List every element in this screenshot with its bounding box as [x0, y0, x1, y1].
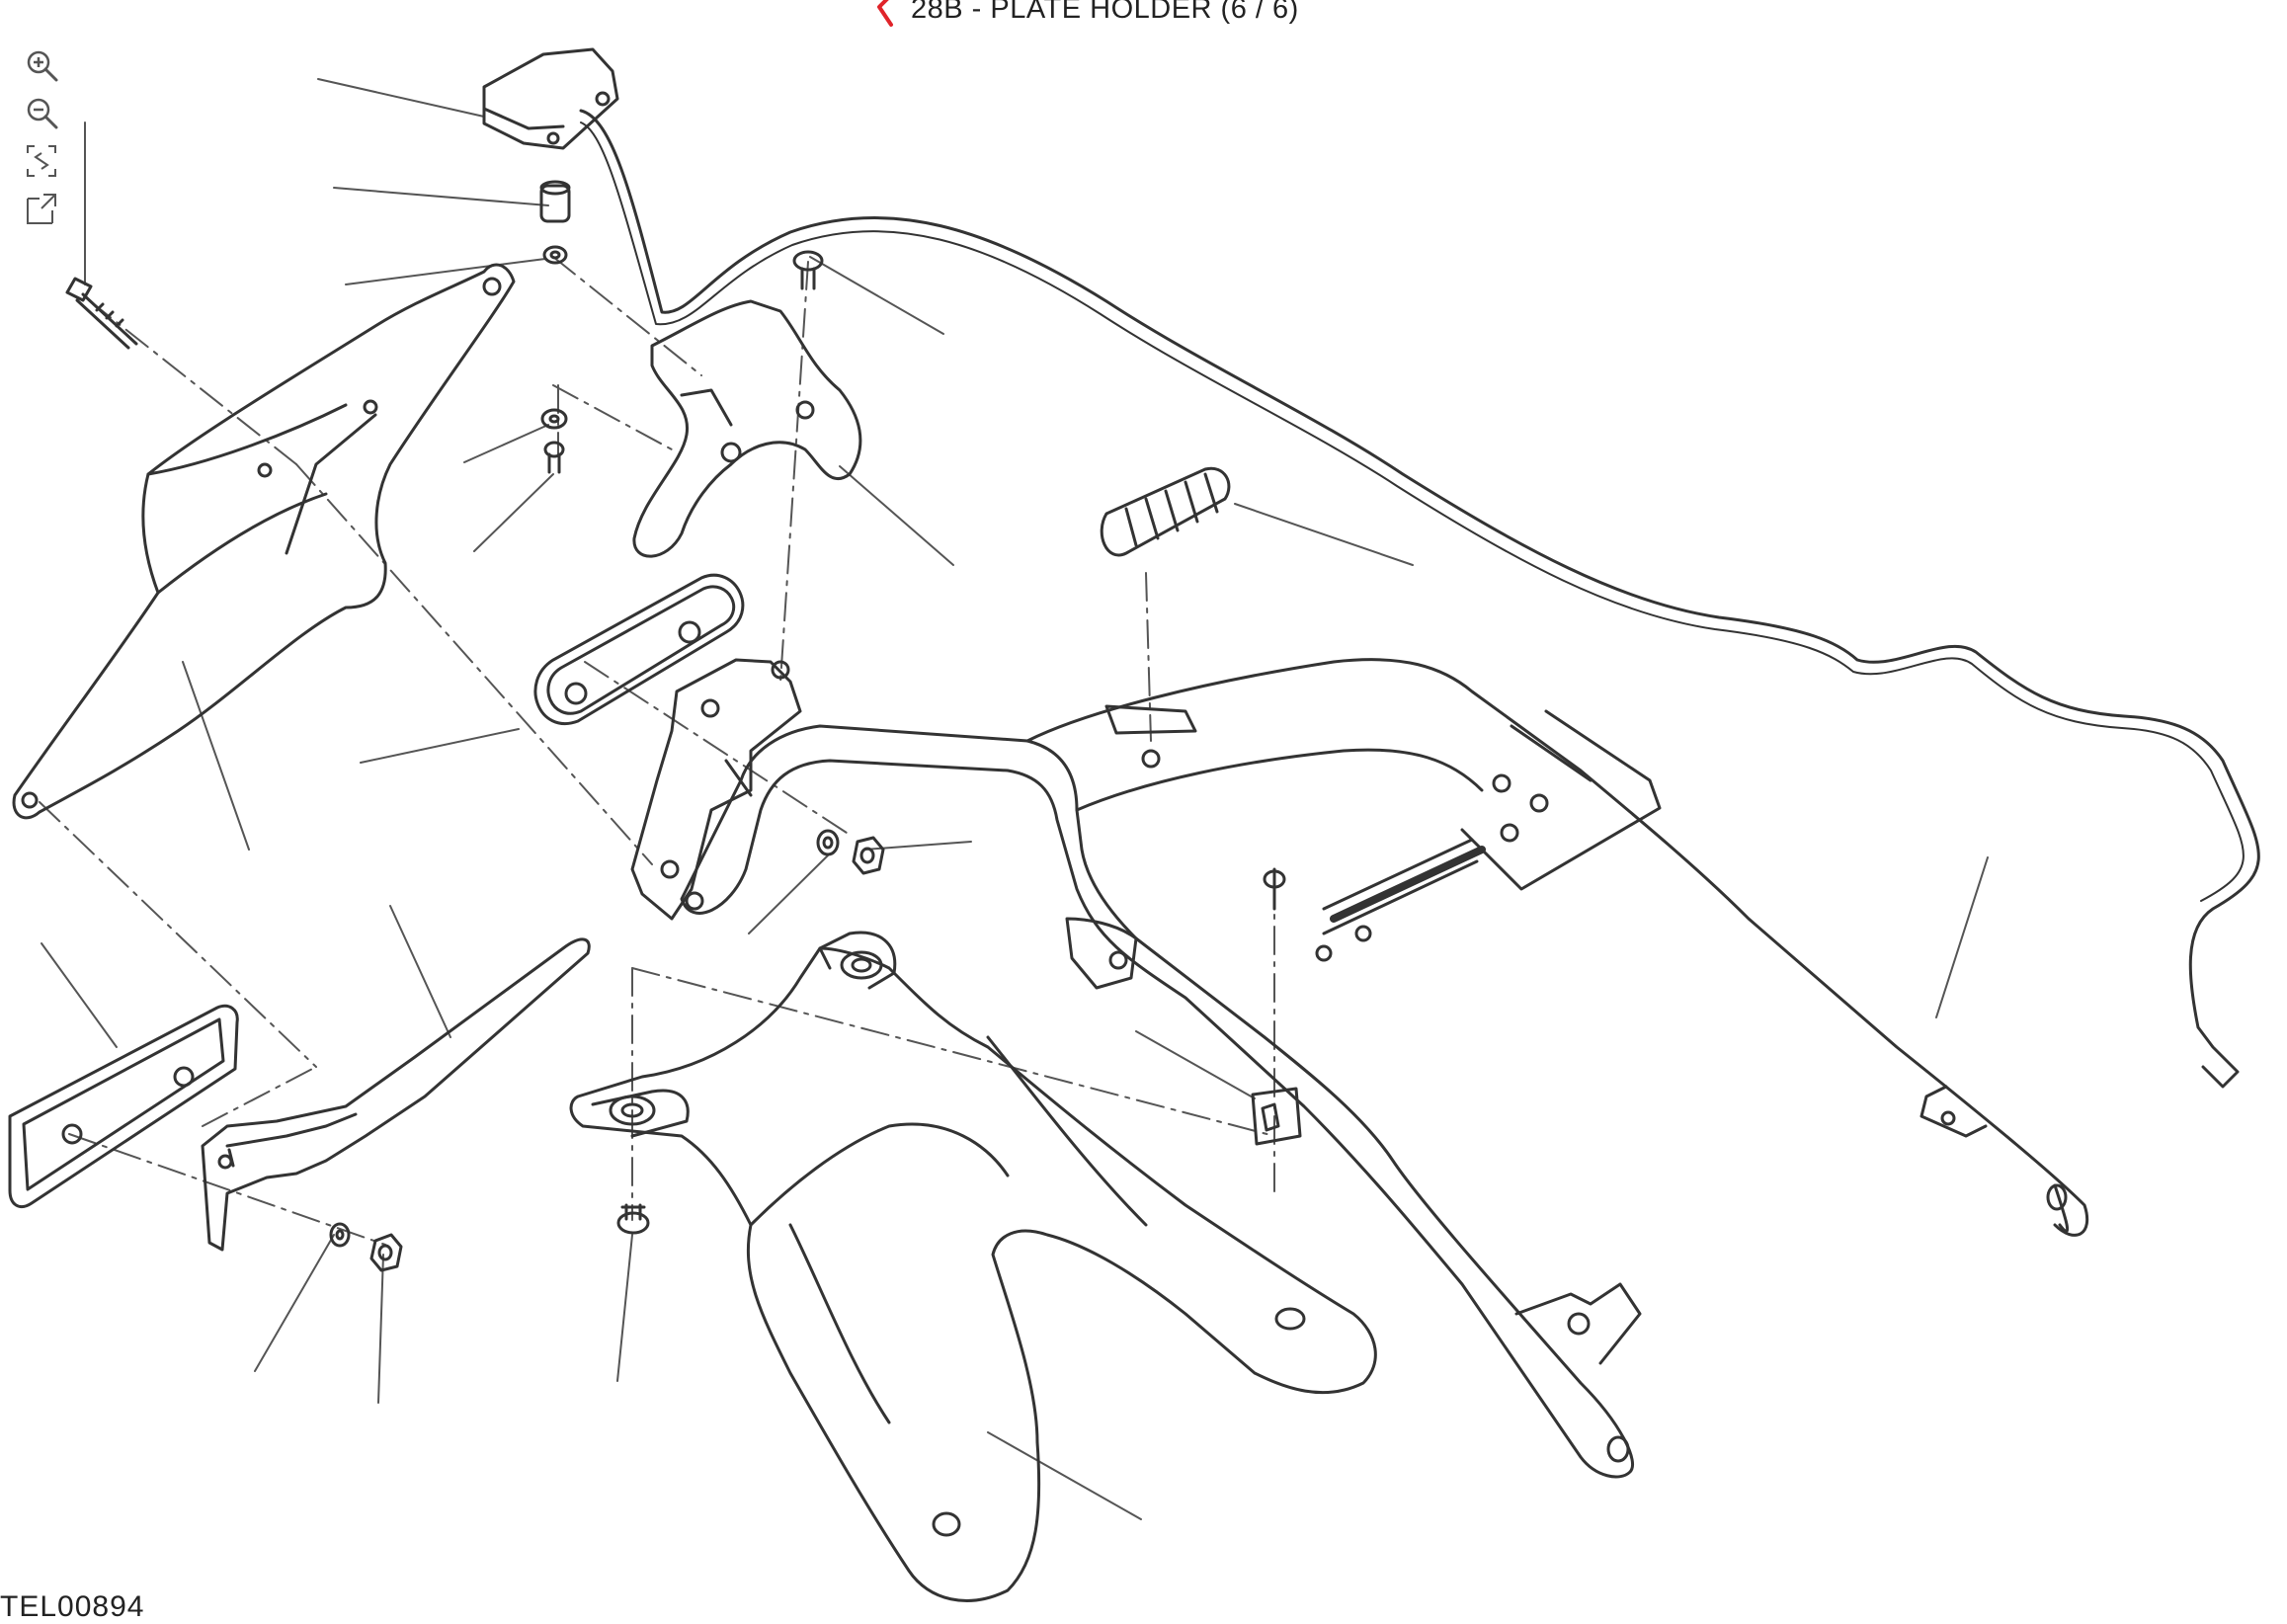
- chevron-left-icon: [877, 0, 893, 27]
- assembly-axes: [39, 256, 1275, 1246]
- nut-lower: [369, 1233, 403, 1272]
- rear-reflector: [533, 573, 745, 725]
- page-header: 28B - PLATE HOLDER (6 / 6): [869, 0, 1299, 27]
- bolt-left: [65, 277, 138, 350]
- spacer: [539, 180, 571, 223]
- zoom-in-icon: [27, 50, 58, 82]
- fit-screen-icon: [27, 145, 56, 177]
- nut-right: [852, 836, 885, 875]
- rear-tube-frame: [680, 658, 2089, 1479]
- wiring-cable-inner: [580, 122, 2245, 902]
- screw-top-right: [792, 250, 824, 290]
- viewer-toolbar: [22, 47, 61, 227]
- zoom-out-button[interactable]: [22, 95, 61, 132]
- light-support-bracket: [632, 299, 862, 558]
- drawing-code: TEL00894: [0, 1590, 145, 1623]
- washer-top: [542, 245, 568, 265]
- washer-lower: [329, 1222, 351, 1248]
- wiring-cable: [579, 109, 2260, 1089]
- washer-right: [816, 829, 840, 856]
- rear-mudguard: [569, 931, 1377, 1602]
- zoom-in-button[interactable]: [22, 47, 61, 85]
- plate-holder-bracket: [12, 263, 516, 820]
- license-light-unit: [482, 47, 619, 150]
- mount-bracket: [630, 658, 802, 921]
- license-plate-mount: [8, 1004, 239, 1208]
- screw-mid: [543, 441, 565, 474]
- fit-screen-button[interactable]: [22, 142, 61, 180]
- zoom-out-icon: [27, 98, 58, 129]
- page-title: 28B - PLATE HOLDER (6 / 6): [911, 0, 1299, 25]
- rubber-damper: [1100, 466, 1231, 557]
- mudguard-screw: [616, 1203, 650, 1235]
- washer-mid: [540, 408, 568, 430]
- expand-icon: [27, 194, 56, 224]
- back-button[interactable]: [869, 0, 903, 29]
- plate-support-strip: [201, 937, 591, 1252]
- fullscreen-button[interactable]: [22, 190, 61, 227]
- speed-nut-clip: [1251, 867, 1302, 1146]
- callout-lines: [41, 78, 1989, 1520]
